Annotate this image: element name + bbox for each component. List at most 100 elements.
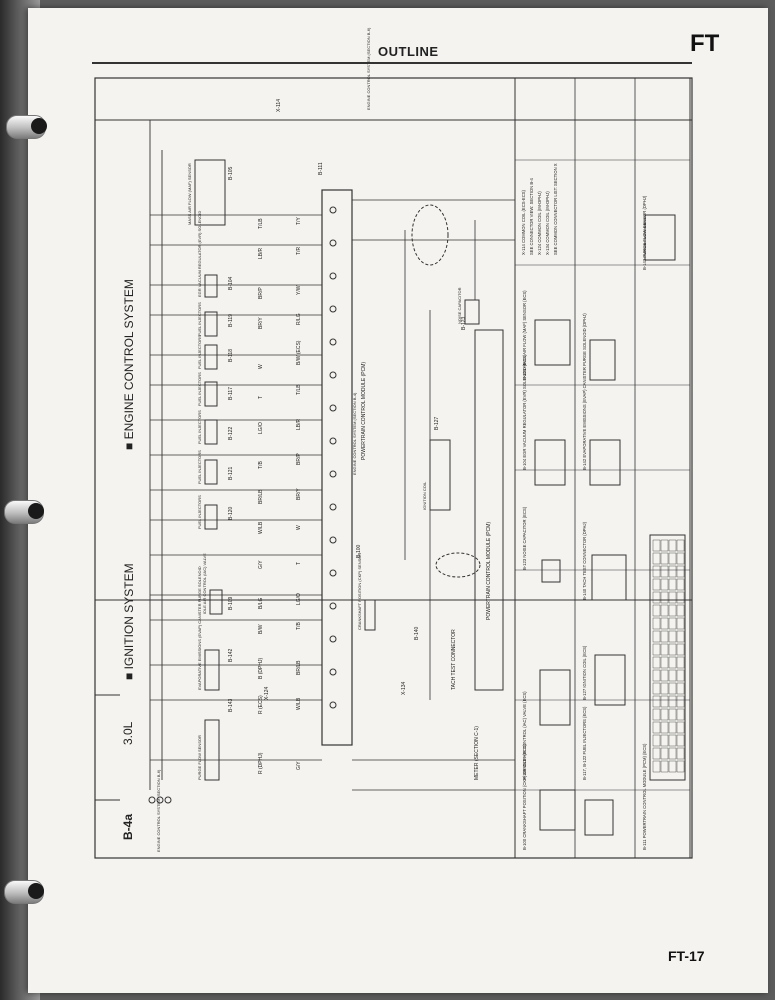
pcm-pin [329,404,337,412]
wire-label: W/LB [296,697,302,710]
component-label: FUEL INJECTORS [197,372,202,406]
connector-view-title: B-100 CRANKSHAFT POSITION (CKP) SENSOR (… [522,744,527,850]
pcm-terminal [676,682,685,695]
connector-view-pcm [649,534,686,781]
pcm-terminal [668,721,677,734]
pcm-terminal [652,578,661,591]
component-box [204,344,218,370]
component-label: MASS AIR FLOW (MAF) SENSOR [187,163,192,225]
connector-view-title: B-142 EVAPORATIVE EMISSIONS (EVAP) CANIS… [582,313,587,470]
pcm-terminal [668,734,677,747]
connector-id: B-140 [414,626,420,640]
ground-terminal [156,796,164,804]
wire-label: LG/O [258,422,264,434]
pcm-terminal [660,708,669,721]
wire-label: W [258,364,264,369]
component-box [204,381,218,407]
pcm-terminal [668,604,677,617]
wire-label: BR/Y [258,317,264,329]
wire-label: T/LB [258,218,264,229]
connector-view-title: B-111 POWERTRAIN CONTROL MODULE (PCM) (E… [642,743,647,850]
pcm-terminal [668,552,677,565]
section-title: OUTLINE [378,44,439,59]
pcm-terminal [676,552,685,565]
punch-hole [28,503,44,519]
wire-label: LB/R [296,418,302,430]
section-reference: ENGINE CONTROL SYSTEM (SECTION B-6) [366,27,371,110]
pcm-terminal [652,708,661,721]
wire-label: Y/W [296,285,302,295]
pcm-pin [329,437,337,445]
pcm-terminal [668,617,677,630]
tach-test-label: TACH TEST CONNECTOR [451,629,457,690]
pcm-terminal [668,656,677,669]
pcm-terminal [660,747,669,760]
pcm-pin [329,305,337,313]
pcm-terminal [660,734,669,747]
pcm-terminal [668,539,677,552]
connector-view-title: B-117, B-122 FUEL INJECTORS (ECS) [582,706,587,780]
pcm-pin [329,239,337,247]
pcm-terminal [676,721,685,734]
pcm-terminal [668,591,677,604]
header-rule [92,62,692,64]
component-box [204,311,218,337]
pcm-ignition-block [474,329,504,691]
pcm-terminal [652,695,661,708]
wire-label: B/W (ECS) [296,340,302,365]
diagram-frame [94,77,693,859]
wire-label: BR/Y [296,488,302,500]
shield-outline [411,204,449,266]
engine-control-title: ■ ENGINE CONTROL SYSTEM [122,279,136,450]
pcm-terminal [660,552,669,565]
pcm-pin [329,536,337,544]
pcm-terminal [660,695,669,708]
pcm-terminal [676,578,685,591]
wire-label: T/Y [296,217,302,225]
connector-id: B-109 [228,596,234,610]
pcm-terminal [652,643,661,656]
wire-label: B/LG [258,597,264,609]
pcm-terminal [668,682,677,695]
connector-view-purge-flow [644,214,676,261]
pcm-terminal [668,695,677,708]
wire-label: R/LG [296,313,302,325]
connector-view-ckp [539,789,576,831]
connector-id: B-100 [356,544,362,558]
pcm-terminal [668,630,677,643]
pcm-terminal [676,747,685,760]
pcm-terminal [668,708,677,721]
component-label: IGNITION COIL [422,481,427,510]
pcm-terminal [652,656,661,669]
connector-id: B-117 [228,387,234,400]
pcm-terminal [676,734,685,747]
connector-view-evr [534,439,566,486]
manual-code: FT [690,30,720,57]
punch-hole [28,883,44,899]
pcm-terminal [652,604,661,617]
component-label: FUEL INJECTORS [197,495,202,529]
component-label: EVAPORATIVE EMISSIONS (EVAP) CANISTER PU… [197,566,202,690]
ground-terminal [148,796,156,804]
pcm-terminal [676,604,685,617]
pcm-pin [329,470,337,478]
pcm-pin [329,503,337,511]
connector-id: B-104 [228,276,234,290]
pcm-pin [329,272,337,280]
pcm-terminal [652,760,661,773]
pcm-terminal [652,591,661,604]
connector-view-title: B-109 IDLE AIR CONTROL (IAC) VALVE (ECS) [522,691,527,780]
component-label: NOISE CAPACITOR [457,287,462,324]
pcm-terminal [676,669,685,682]
connector-id: B-127 [434,416,440,430]
connector-id: B-121 [228,466,234,480]
connector-view-evap [589,439,621,486]
connector-id: B-142 [228,648,234,662]
pcm-pin [329,206,337,214]
wire-label: R (ECS) [258,695,264,714]
pcm-terminal [660,656,669,669]
pcm-pin [329,602,337,610]
component-box [194,159,226,226]
component-box [204,649,220,691]
